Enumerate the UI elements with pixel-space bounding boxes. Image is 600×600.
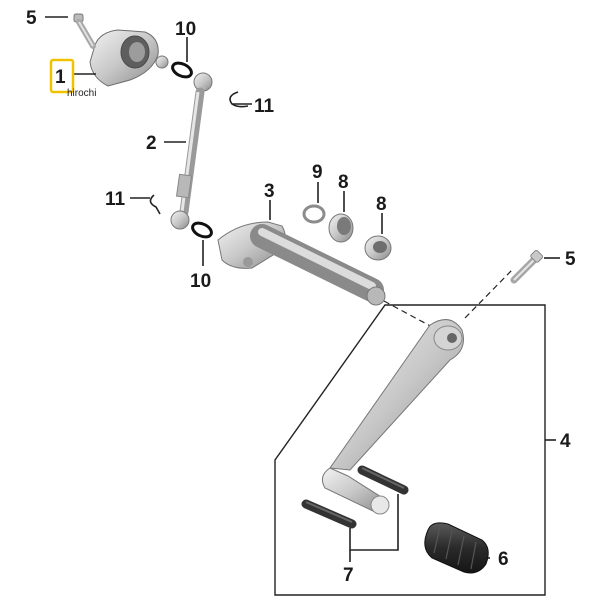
assembly-box — [274, 304, 546, 596]
part-oring-top — [171, 61, 193, 79]
callout-4: 4 — [560, 431, 571, 452]
part-pin-upper — [357, 465, 409, 495]
part-foot-lever — [321, 319, 464, 515]
part-bolt-top — [73, 13, 96, 49]
part-shift-shaft — [217, 221, 386, 306]
callout-1: 1 — [55, 67, 66, 88]
callout-11b: 11 — [105, 189, 126, 210]
callout-11a: 11 — [254, 96, 275, 117]
callout-9: 9 — [312, 162, 323, 183]
axis-line-bolt — [464, 269, 513, 319]
part-bushing-b — [364, 235, 392, 261]
part-oring-lower — [191, 221, 213, 239]
callout-5a: 5 — [26, 8, 37, 29]
callout-8a: 8 — [338, 172, 349, 193]
callout-10b: 10 — [190, 271, 211, 292]
part-link-rod — [170, 72, 213, 230]
leader-7 — [349, 494, 399, 551]
part-clip-mid — [149, 194, 161, 215]
callout-8b: 8 — [376, 194, 387, 215]
part-bushing-a — [328, 213, 354, 243]
callout-3: 3 — [264, 181, 275, 202]
part-bolt-right — [510, 249, 544, 284]
part-oring-9 — [302, 204, 326, 224]
callout-7: 7 — [343, 565, 354, 586]
callout-10a: 10 — [175, 19, 196, 40]
callout-2: 2 — [146, 133, 157, 154]
part-clamp — [89, 29, 169, 87]
callout-5b: 5 — [565, 249, 576, 270]
part-rubber-pad — [424, 522, 489, 574]
callout-6: 6 — [498, 549, 509, 570]
watermark-text: hirochi — [67, 88, 96, 99]
callout-1-highlight — [49, 58, 75, 94]
part-pin-lower — [301, 499, 357, 529]
